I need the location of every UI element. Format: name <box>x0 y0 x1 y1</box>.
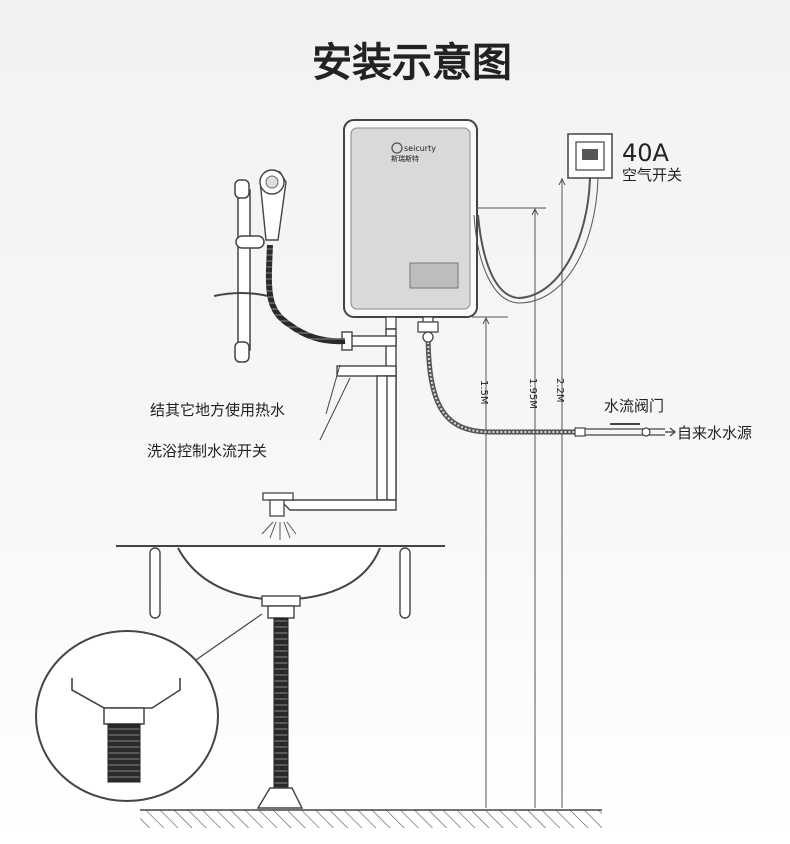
power-cable <box>477 177 591 300</box>
basin-faucet <box>261 492 297 540</box>
height-label-1-95m: 1.95M <box>527 378 538 409</box>
inlet-valve-fitting <box>417 321 439 343</box>
shower-rail <box>213 179 269 363</box>
drain-pipe <box>273 617 289 789</box>
outlet-pipe <box>278 328 397 511</box>
heater-display <box>409 262 459 289</box>
water-valve-label: 水流阀门 <box>604 397 664 415</box>
breaker-label: 空气开关 <box>622 166 682 184</box>
heater-brand-cn: 斯瑞斯特 <box>391 154 419 163</box>
height-label-2-2m: 2.2M <box>554 378 565 403</box>
floor <box>140 809 602 828</box>
hot-water-outlet-label: 结其它地方使用热水 <box>150 401 285 419</box>
breaker-rating: 40A <box>622 139 670 167</box>
wash-basin <box>116 545 445 619</box>
shower-switch-label: 洗浴控制水流开关 <box>147 442 267 460</box>
drain-detail-magnifier <box>35 630 219 802</box>
shower-head <box>259 169 287 241</box>
height-lines <box>472 177 566 808</box>
brand-logo-icon <box>391 142 403 154</box>
pointer-line <box>325 364 341 415</box>
inlet-hose <box>425 329 575 435</box>
water-source-label: 自来水水源 <box>677 424 752 442</box>
height-label-1-5m: 1.5M <box>478 380 489 405</box>
water-valve <box>574 423 677 437</box>
pointer-line <box>319 377 351 441</box>
air-breaker <box>567 133 613 179</box>
water-heater: seicurty 斯瑞斯特 <box>343 119 478 330</box>
detail-pointer <box>192 613 263 663</box>
page-title: 安装示意图 <box>312 40 512 86</box>
heater-brand: seicurty <box>404 144 436 153</box>
floor-drain <box>256 787 304 809</box>
shower-hose <box>265 244 346 345</box>
